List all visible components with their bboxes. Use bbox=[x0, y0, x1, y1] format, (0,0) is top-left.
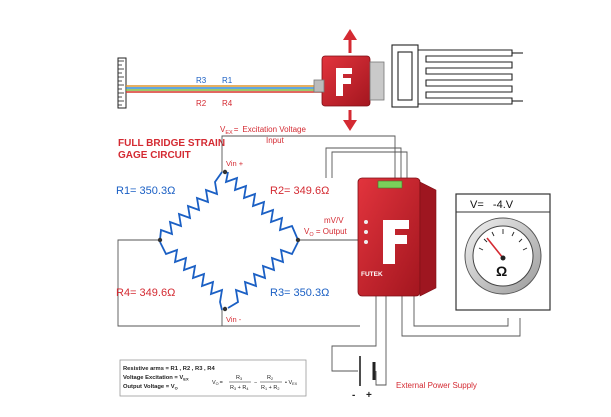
legend-box: Resistive arms = R1 , R2 , R3 , R4 Volta… bbox=[119, 359, 307, 397]
power-plus: + bbox=[366, 390, 372, 401]
svg-text:−: − bbox=[254, 380, 257, 386]
node-right bbox=[295, 237, 301, 243]
r3-value: R3= 350.3Ω bbox=[270, 287, 329, 299]
wire-label-r3: R3 bbox=[196, 76, 207, 85]
r1-value: R1= 350.3Ω bbox=[116, 185, 175, 197]
legend-resistive-arms: Resistive arms = R1 , R2 , R3 , R4 bbox=[123, 366, 215, 372]
output-formula: VO= R3 R3 + R4 − R2 R1 + R2 • VEX bbox=[212, 375, 298, 391]
svg-text:R3 + R4: R3 + R4 bbox=[230, 385, 248, 391]
meter-reading: V= -4.V bbox=[470, 199, 514, 211]
diagram-title-line1: FULL BRIDGE STRAIN bbox=[118, 138, 225, 149]
meter-needle-icon bbox=[486, 237, 504, 259]
resistor-r3 bbox=[227, 241, 299, 309]
force-arrow-up-icon bbox=[343, 29, 357, 53]
power-minus: - bbox=[352, 390, 355, 401]
signal-cable bbox=[126, 85, 322, 93]
resistor-r2 bbox=[224, 171, 299, 241]
battery-icon bbox=[359, 356, 376, 386]
legend-output: Output Voltage = VO bbox=[123, 384, 178, 391]
voltmeter: V= -4.V Ω bbox=[455, 193, 551, 311]
vex-label: VEX=Excitation Voltage bbox=[220, 125, 307, 136]
wire-label-r4: R4 bbox=[222, 99, 233, 108]
input-label: Input bbox=[266, 136, 285, 145]
vin-plus-label: Vin + bbox=[226, 159, 244, 168]
vin-minus-label: Vin - bbox=[226, 315, 242, 324]
svg-text:• VEX: • VEX bbox=[285, 380, 298, 386]
mvv-label: mV/V bbox=[324, 216, 344, 225]
svg-text:R3: R3 bbox=[236, 375, 242, 381]
node-bottom bbox=[222, 306, 228, 312]
node-top bbox=[222, 169, 228, 175]
wire-label-r2: R2 bbox=[196, 99, 207, 108]
svg-text:VO=: VO= bbox=[212, 380, 223, 386]
load-cell bbox=[313, 55, 385, 107]
circuit-wires bbox=[117, 135, 521, 386]
status-led-icon bbox=[364, 220, 368, 224]
power-supply-label: External Power Supply bbox=[396, 381, 477, 390]
resistor-r1 bbox=[159, 171, 223, 241]
force-arrow-down-icon bbox=[343, 110, 357, 131]
svg-text:R1 + R2: R1 + R2 bbox=[261, 385, 279, 391]
meter-scale-ticks bbox=[478, 229, 528, 251]
futek-logo-icon bbox=[383, 220, 409, 264]
legend-excitation: Voltage Excitation = VEX bbox=[123, 375, 189, 382]
svg-text:R2: R2 bbox=[267, 375, 273, 381]
r2-value: R2= 349.6Ω bbox=[270, 185, 329, 197]
beam-ruler bbox=[117, 57, 127, 109]
meter-omega: Ω bbox=[496, 263, 507, 279]
status-led-icon bbox=[364, 230, 368, 234]
node-left bbox=[157, 237, 163, 243]
r4-value: R4= 349.6Ω bbox=[116, 287, 175, 299]
futek-logo-icon bbox=[336, 68, 352, 96]
status-led-icon bbox=[364, 240, 368, 244]
diagram-title-line2: GAGE CIRCUIT bbox=[118, 150, 191, 161]
wire-label-r1: R1 bbox=[222, 76, 233, 85]
terminal-block-icon bbox=[377, 180, 403, 189]
device-brand: FUTEK bbox=[361, 271, 383, 278]
resistor-r4 bbox=[159, 241, 224, 311]
strain-gauge-foil-icon bbox=[391, 44, 523, 108]
output-label: VO = Output bbox=[304, 227, 348, 238]
signal-conditioner: FUTEK bbox=[357, 177, 437, 297]
